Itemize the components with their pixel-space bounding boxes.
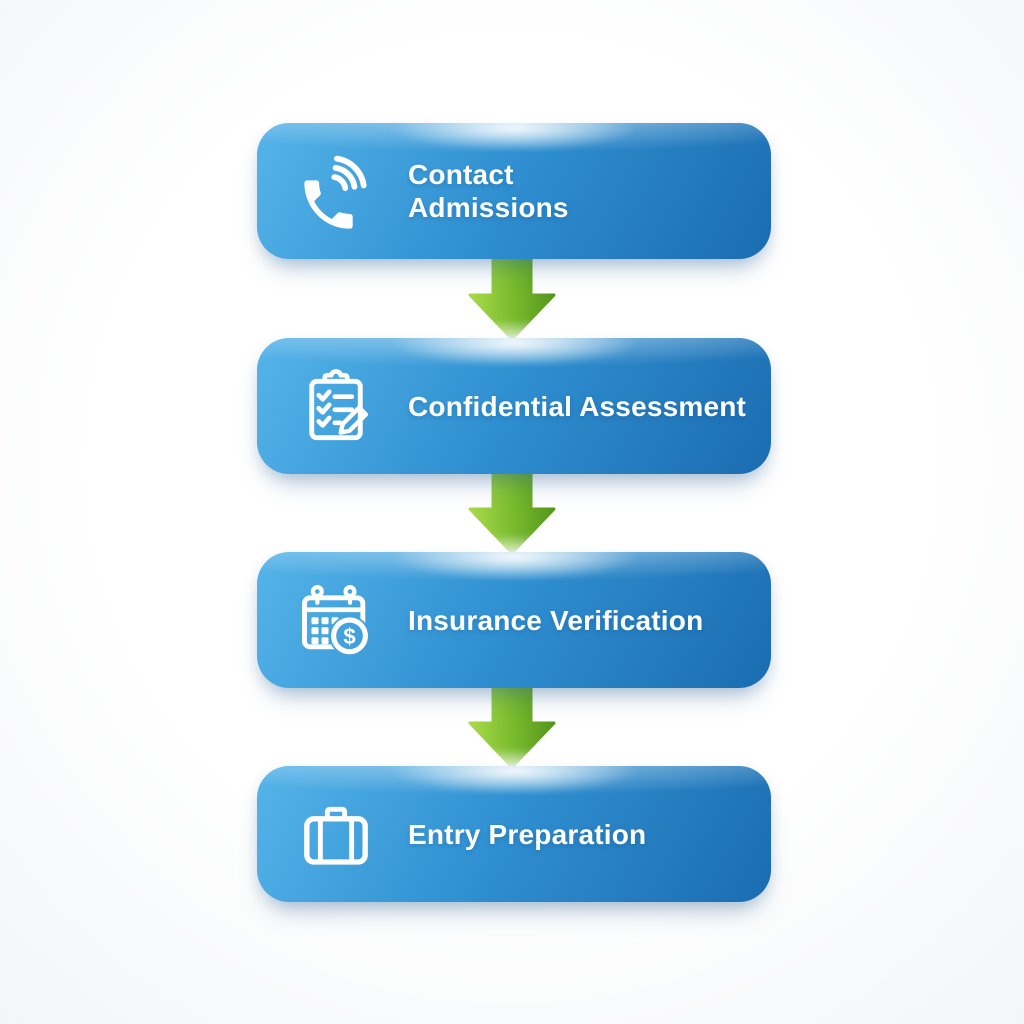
step-label: Entry Preparation <box>408 818 647 850</box>
step-box-confidential-assessment: Confidential Assessment <box>257 338 771 474</box>
step-label: Contact Admissions <box>408 159 569 223</box>
step-box-entry-preparation: Entry Preparation <box>257 766 771 902</box>
step-box-contact-admissions: Contact Admissions <box>257 123 771 259</box>
calendar-dollar-icon: $ <box>294 578 378 662</box>
step-label: Confidential Assessment <box>408 390 747 422</box>
step-box-insurance-verification: $ Insurance Verification <box>257 552 771 688</box>
suitcase-icon <box>294 792 378 876</box>
clipboard-checklist-pencil-icon <box>294 364 378 448</box>
dollar-glyph: $ <box>343 624 356 649</box>
flow-down-arrow-icon <box>467 467 557 557</box>
flow-down-arrow-icon <box>467 681 557 771</box>
step-label: Insurance Verification <box>408 604 704 636</box>
flow-down-arrow-icon <box>467 253 557 343</box>
phone-call-waves-icon <box>294 149 378 233</box>
